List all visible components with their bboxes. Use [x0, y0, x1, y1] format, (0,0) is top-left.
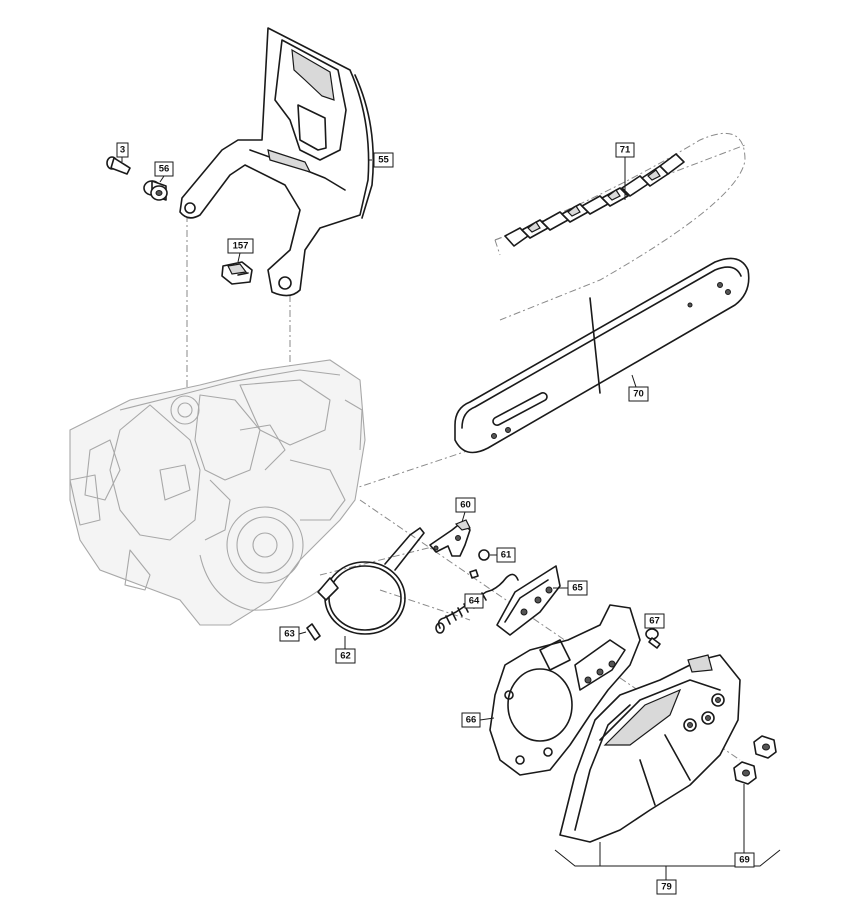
callout-66-label: 66: [466, 715, 477, 726]
callout-62: 62: [335, 648, 356, 664]
part-79-sprocket-cover: [559, 654, 741, 843]
callout-3: 3: [116, 142, 129, 158]
callout-65: 65: [567, 580, 588, 596]
callout-64: 64: [464, 593, 484, 609]
part-66-sprocket-cover-base: [489, 604, 641, 776]
callout-69: 69: [734, 852, 755, 868]
part-65-cover-plate: [496, 565, 561, 636]
callout-65-label: 65: [572, 583, 583, 594]
callout-3-label: 3: [120, 145, 125, 156]
part-71-saw-chain: [494, 132, 746, 321]
part-67-screw: [645, 628, 661, 649]
callout-71: 71: [615, 142, 635, 158]
part-70-guide-bar: [454, 257, 750, 454]
callout-55: 55: [373, 152, 394, 168]
callout-66: 66: [461, 712, 481, 728]
callout-79: 79: [656, 879, 677, 895]
callout-60: 60: [455, 497, 476, 513]
callout-71-label: 71: [620, 145, 631, 156]
part-61-circlip: [469, 549, 490, 579]
part-56-bushing: [143, 180, 168, 201]
part-62-brake-band: [317, 527, 425, 635]
callout-61-label: 61: [501, 550, 512, 561]
callout-60-label: 60: [460, 500, 471, 511]
callout-61: 61: [496, 547, 516, 563]
callout-64-label: 64: [469, 596, 480, 607]
part-3-screw: [106, 156, 131, 175]
part-55-hand-guard: [179, 27, 375, 297]
callout-67-label: 67: [649, 616, 660, 627]
callout-69-label: 69: [739, 855, 750, 866]
part-69-nuts: [733, 735, 777, 785]
leader-lines: [121, 157, 781, 880]
callout-157: 157: [227, 238, 254, 254]
part-60-brake-lever: [429, 519, 471, 557]
callout-70: 70: [628, 386, 649, 402]
callout-55-label: 55: [378, 155, 389, 166]
callout-56: 56: [154, 161, 174, 177]
callout-63-label: 63: [284, 629, 295, 640]
callout-56-label: 56: [159, 164, 170, 175]
part-63-pin: [306, 623, 321, 641]
callout-70-label: 70: [633, 389, 644, 400]
callout-157-label: 157: [233, 241, 249, 252]
callout-79-label: 79: [661, 882, 672, 893]
callout-62-label: 62: [340, 651, 351, 662]
part-157-clip: [221, 261, 253, 285]
callout-63: 63: [279, 626, 300, 642]
callout-67: 67: [644, 613, 665, 629]
engine-housing: [69, 359, 366, 626]
